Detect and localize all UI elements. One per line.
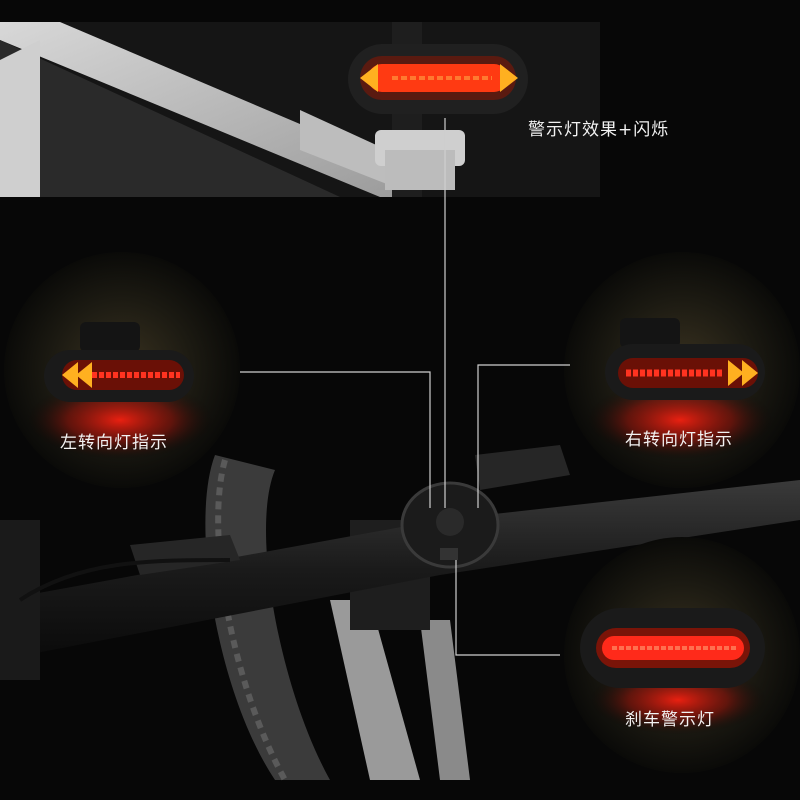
- brake-light-photo: [564, 537, 800, 773]
- caption-right-turn: 右转向灯指示: [625, 430, 733, 450]
- caption-warning-flash: 警示灯效果+闪烁: [528, 120, 670, 140]
- left-turn-light-photo: [4, 252, 240, 488]
- handlebar-scene: [0, 445, 800, 782]
- top-inset-photo: [0, 22, 600, 197]
- caption-left-turn: 左转向灯指示: [60, 433, 168, 453]
- caption-brake-warning: 刹车警示灯: [625, 710, 715, 730]
- right-turn-light-photo: [564, 252, 800, 488]
- callout-lines: [240, 118, 570, 656]
